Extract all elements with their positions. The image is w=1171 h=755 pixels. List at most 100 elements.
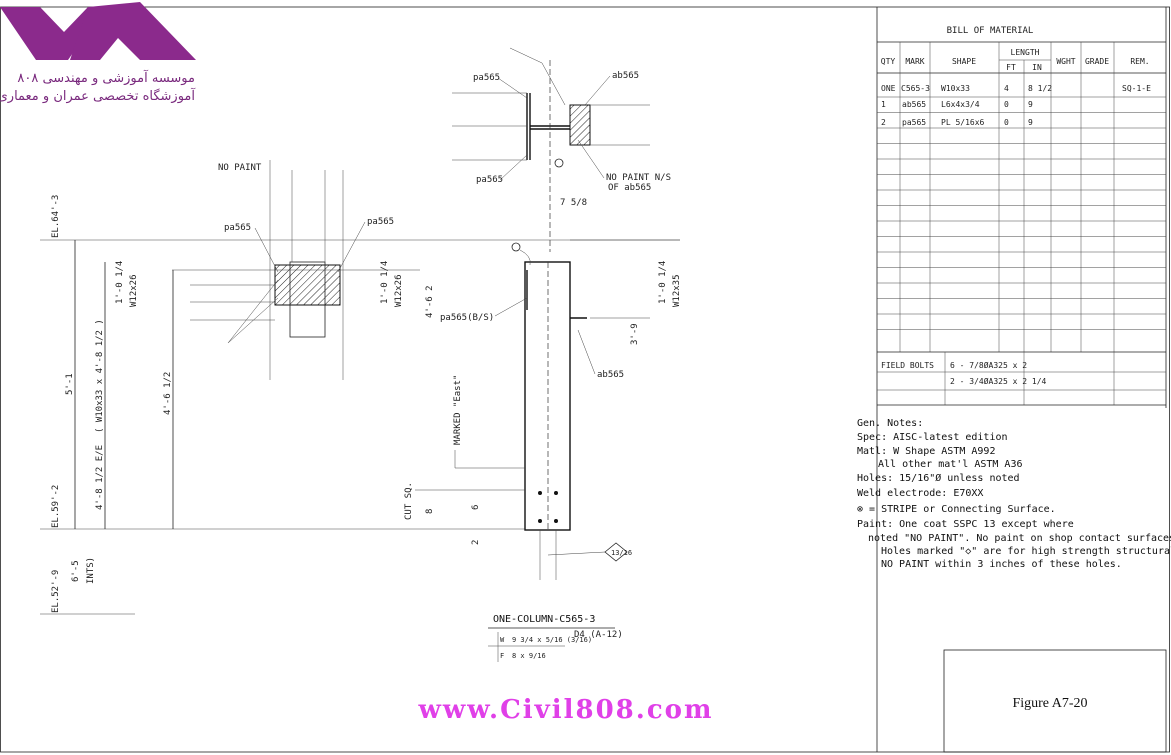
label-no-paint: NO PAINT [218, 163, 262, 173]
label-pa565-bs: pa565(B/S) [440, 313, 494, 323]
bom-grid [877, 96, 1166, 330]
tb-f-label: F [500, 652, 504, 660]
label-w12x26-a: W12x26 [129, 274, 139, 307]
logo-mark-left [0, 7, 105, 60]
top-detail: pa565 ab565 pa565 NO PAINT N/S OF ab565 … [452, 47, 671, 252]
notes-line: Gen. Notes: [857, 418, 923, 429]
notes-line: NO PAINT within 3 inches of these holes. [881, 559, 1122, 570]
bom-header-mark: MARK [905, 57, 924, 66]
field-bolts-line-1: 6 - 7/8ØA325 x 2 [950, 360, 1027, 370]
dim-1-0-b: 1'-0 1/4 [380, 261, 390, 304]
bom-cell-rem: SQ-1-E [1122, 84, 1151, 93]
label-el-52: EL.52'-9 [51, 570, 61, 613]
bom-row: ONE C565-3 W10x33 4 8 1/2 SQ-1-E [881, 84, 1151, 93]
bom-header-wght: WGHT [1056, 57, 1075, 66]
dim-3-9: 3'-9 [630, 323, 640, 345]
column-w10x33 [524, 261, 571, 531]
dim-6: 6 [471, 505, 481, 510]
notes-line: ⊗ = STRIPE or Connecting Surface. [857, 504, 1056, 515]
field-bolts-line-2: 2 - 3/4ØA325 x 2 1/4 [950, 376, 1047, 386]
bom-header-qty: QTY [881, 57, 896, 66]
label-no-paint-ns: NO PAINT N/S [606, 173, 671, 183]
notes-line: Matl: W Shape ASTM A992 [857, 446, 995, 457]
label-el-59: EL.59'-2 [51, 485, 61, 528]
bom-header-in: IN [1032, 63, 1042, 72]
notes-line: Weld electrode: E70XX [857, 488, 983, 499]
label-w12x26-b: W12x26 [394, 274, 404, 307]
bom-cell-ft: 4 [1004, 84, 1009, 93]
bom-cell-qty: 2 [881, 118, 886, 127]
label-pa565-right: pa565 [367, 217, 394, 227]
bom-cell-mark: C565-3 [901, 84, 930, 93]
notes-line: All other mat'l ASTM A36 [878, 459, 1023, 470]
dim-7-5-8: 7 5/8 [560, 198, 587, 208]
logo-line-2: آموزشگاه تخصصی عمران و معماری [0, 87, 196, 104]
watermark: www.Civil808.com [417, 695, 713, 725]
tb-w-label: W [500, 636, 505, 644]
bom-cell-qty: ONE [881, 84, 896, 93]
dim-2: 2 [471, 540, 481, 545]
dim-8: 8 [425, 509, 435, 514]
bom-cell-shape: PL 5/16x6 [941, 118, 985, 127]
general-notes: Gen. Notes: Spec: AISC-latest edition Ma… [857, 418, 1171, 570]
bom-header-ft: FT [1006, 63, 1016, 72]
notes-line: noted "NO PAINT". No paint on shop conta… [868, 533, 1171, 544]
logo-line-1: موسسه آموزشی و مهندسی ۸۰۸ [17, 69, 195, 86]
piece-title: ONE-COLUMN-C565-3 [493, 614, 595, 625]
column-c565-3: pa565(B/S) ab565 MARKED "East" CUT SQ. 8… [404, 239, 682, 580]
dim-4-6b: 4'-6 2 [425, 285, 435, 318]
bom-cell-in: 8 1/2 [1028, 84, 1052, 93]
notes-line: Holes: 15/16"Ø unless noted [857, 472, 1020, 484]
bill-of-material: BILL OF MATERIAL QTY MARK SHAPE LENGTH F… [877, 7, 1167, 408]
bom-header-grade: GRADE [1085, 57, 1109, 66]
dim-6-5: 6'-5 [71, 560, 81, 582]
dim-1-0-c: 1'-0 1/4 [658, 261, 668, 304]
label-pa565-mid: pa565 [476, 175, 503, 185]
bom-cell-shape: W10x33 [941, 84, 970, 93]
stripe-symbol [511, 242, 521, 252]
dim-w10-length: ( W10x33 x 4'-8 1/2 ) [95, 319, 105, 433]
bom-cell-mark: pa565 [902, 118, 926, 127]
tb-w-value: 9 3/4 x 5/16 (3/16) [512, 636, 592, 644]
dim-4-6: 4'-6 1/2 [163, 372, 173, 415]
bom-cell-ft: 0 [1004, 118, 1009, 127]
field-bolts-label: FIELD BOLTS [881, 361, 934, 370]
bom-cell-ft: 0 [1004, 100, 1009, 109]
label-cut-sq: CUT SQ. [404, 482, 414, 520]
weld-symbol [604, 542, 628, 562]
figure-block [943, 649, 1167, 753]
label-el-64: EL.64'-3 [51, 195, 61, 238]
label-marked-east: MARKED "East" [453, 375, 463, 445]
piece-title-block: ONE-COLUMN-C565-3 W 9 3/4 x 5/16 (3/16) … [488, 614, 623, 662]
plate-pa565-pair [274, 264, 341, 306]
bom-cell-mark: ab565 [902, 100, 926, 109]
weld-size: 13/16 [611, 549, 632, 557]
label-pa565-left: pa565 [224, 223, 251, 233]
bom-row: 2 pa565 PL 5/16x6 0 9 [881, 118, 1033, 127]
tb-sheet: D4 (A-12) [574, 630, 623, 640]
bom-row: 1 ab565 L6x4x3/4 0 9 [881, 100, 1033, 109]
bom-cell-shape: L6x4x3/4 [941, 100, 980, 109]
logo-mark-right [70, 2, 196, 60]
left-beam-connection: NO PAINT pa565 pa565 1'-0 1/4 W12x26 4'-… [172, 160, 435, 380]
label-w12x35: W12x35 [672, 274, 682, 307]
label-ab565-side: ab565 [597, 370, 624, 380]
label-pa565-top: pa565 [473, 73, 500, 83]
notes-line: Spec: AISC-latest edition [857, 432, 1008, 443]
notes-line: Paint: One coat SSPC 13 except where [857, 519, 1074, 530]
notes-line: Holes marked "◇" are for high strength s… [881, 546, 1171, 557]
label-ints: INTS) [86, 557, 96, 584]
bom-cell-in: 9 [1028, 100, 1033, 109]
dim-1-0-a: 1'-0 1/4 [115, 261, 125, 304]
bom-cell-in: 9 [1028, 118, 1033, 127]
stripe-symbol [554, 158, 564, 168]
institute-logo: موسسه آموزشی و مهندسی ۸۰۸ آموزشگاه تخصصی… [0, 2, 196, 104]
dim-5-1: 5'-1 [65, 373, 75, 395]
tb-f-value: 8 x 9/16 [512, 652, 546, 660]
elevation-dimensions: EL.64'-3 EL.59'-2 EL.52'-9 5'-1 4'-8 1/2… [40, 195, 680, 615]
label-of-ab565: OF ab565 [608, 183, 651, 193]
bom-header-length: LENGTH [1011, 48, 1040, 57]
bom-cell-qty: 1 [881, 100, 886, 109]
bom-header-rem: REM. [1130, 57, 1149, 66]
